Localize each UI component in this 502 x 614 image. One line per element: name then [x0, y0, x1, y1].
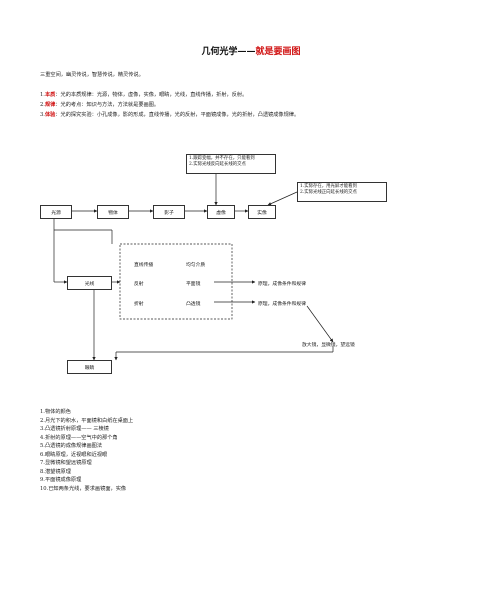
list-item: 2.月光下的积水，平面镜和白纸在桌面上: [40, 417, 134, 424]
real-image-note: 1.实际存在，用光屏才能看到 2.实际光线正向延长线的交点: [297, 182, 387, 202]
list-item: 1.物体的颜色: [40, 409, 71, 415]
box-shadow: 影子: [153, 205, 185, 219]
list-item: 9.平面镜成像原理: [40, 477, 82, 483]
list-item: 4.折射的原理——空气中的那个角: [40, 434, 118, 441]
point-law: 2.规律：光的考点：知识与方法，方法就是要画图。: [40, 102, 160, 108]
box-light-source: 光源: [40, 205, 72, 219]
list-item: 8.潜望镜原理: [40, 468, 71, 475]
label-refraction: 折射: [134, 302, 144, 307]
list-item: 10.已知两条光线，要求画镜面，实像: [40, 485, 127, 492]
label-instruments: 放大镜，显微镜，望远镜: [302, 343, 355, 348]
box-object: 物体: [97, 205, 129, 219]
label-uniform-medium: 均匀介质: [186, 263, 206, 268]
label-lens-principle: 原理，成像条件和规律: [258, 302, 306, 307]
list-item: 5.凸透镜的成像规律画图法: [40, 443, 103, 449]
label-plane-mirror: 平面镜: [186, 282, 201, 287]
list-item: 3.凸透镜折射原理—— 三棱镜: [40, 426, 109, 432]
label-straight-propagation: 直线传播: [134, 263, 154, 268]
box-virtual-image: 虚像: [207, 205, 235, 219]
label-mirror-principle: 原理，成像条件和规律: [258, 282, 306, 287]
point-experience: 3.体验：光的探究实验：小孔成像，影的形成，直线传播，光的反射，平面镜成像，光的…: [40, 112, 300, 118]
label-convex-lens: 凸透镜: [186, 302, 201, 307]
virtual-image-note: 1.跟踪变幅，并不存在，只能看到 2.实际光线反向延长线的交点: [186, 154, 276, 174]
topic-list: 1.物体的颜色 2.月光下的积水，平面镜和白纸在桌面上 3.凸透镜折射原理—— …: [40, 408, 133, 493]
point-essence: 1.本质：光的本质规律：光源，物体，虚像，实像，眼睛，光线，直线传播，折射，反射…: [40, 92, 248, 98]
list-item: 7.显微镜和望远镜原理: [40, 460, 92, 466]
box-light-ray: 光线: [67, 276, 112, 290]
box-eye: 眼睛: [67, 360, 112, 374]
label-reflection: 反射: [134, 282, 144, 287]
box-real-image: 实像: [248, 205, 276, 219]
list-item: 6.眼睛原理，近视眼和近视眼: [40, 451, 108, 458]
intro-text: 三重空间，幽灵传说，智慧传说，精灵传说。: [40, 72, 144, 78]
page-title: 几何光学——就是要画图: [201, 47, 301, 57]
